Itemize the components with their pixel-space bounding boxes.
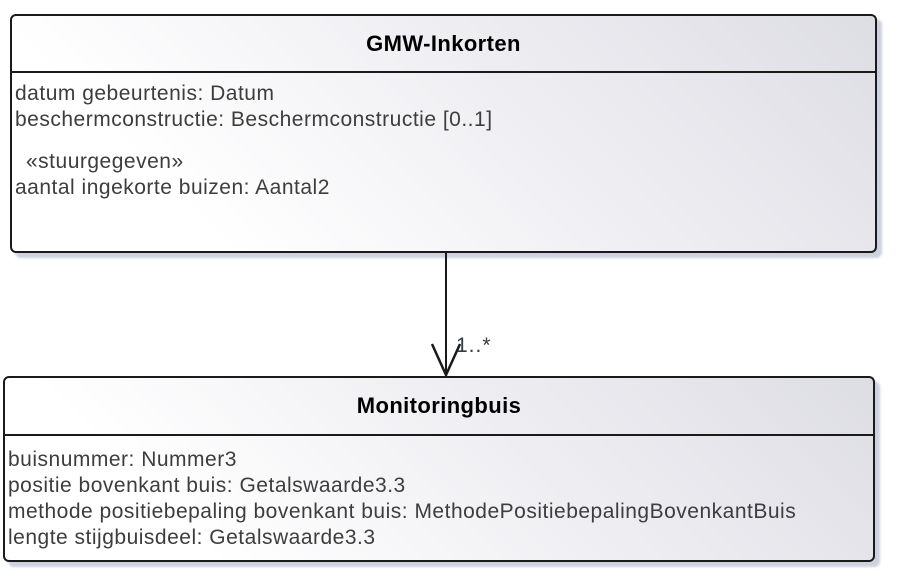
class-title-bar: GMW-Inkorten: [12, 16, 875, 73]
attribute: aantal ingekorte buizen: Aantal2: [15, 176, 330, 199]
attribute: positie bovenkant buis: Getalswaarde3.3: [8, 474, 406, 497]
class-name: GMW-Inkorten: [366, 30, 521, 56]
class-title-bar: Monitoringbuis: [5, 378, 873, 436]
stereotype-label: «stuurgegeven»: [26, 150, 184, 173]
attribute: lengte stijgbuisdeel: Getalswaarde3.3: [8, 526, 376, 549]
class-gmw-inkorten[interactable]: GMW-Inkorten datum gebeurtenis: Datum be…: [10, 14, 877, 253]
multiplicity-label: 1..*: [456, 334, 492, 357]
attribute: beschermconstructie: Beschermconstructie…: [15, 108, 493, 131]
attribute: datum gebeurtenis: Datum: [15, 82, 275, 105]
class-monitoringbuis[interactable]: Monitoringbuis buisnummer: Nummer3 posit…: [3, 376, 875, 562]
arrowhead-icon: [430, 343, 462, 379]
attribute: buisnummer: Nummer3: [8, 448, 237, 471]
class-name: Monitoringbuis: [356, 393, 522, 418]
attributes-compartment: buisnummer: Nummer3 positie bovenkant bu…: [5, 436, 873, 551]
attribute: methode positiebepaling bovenkant buis: …: [8, 500, 797, 523]
attributes-compartment: datum gebeurtenis: Datum beschermconstru…: [12, 73, 875, 201]
